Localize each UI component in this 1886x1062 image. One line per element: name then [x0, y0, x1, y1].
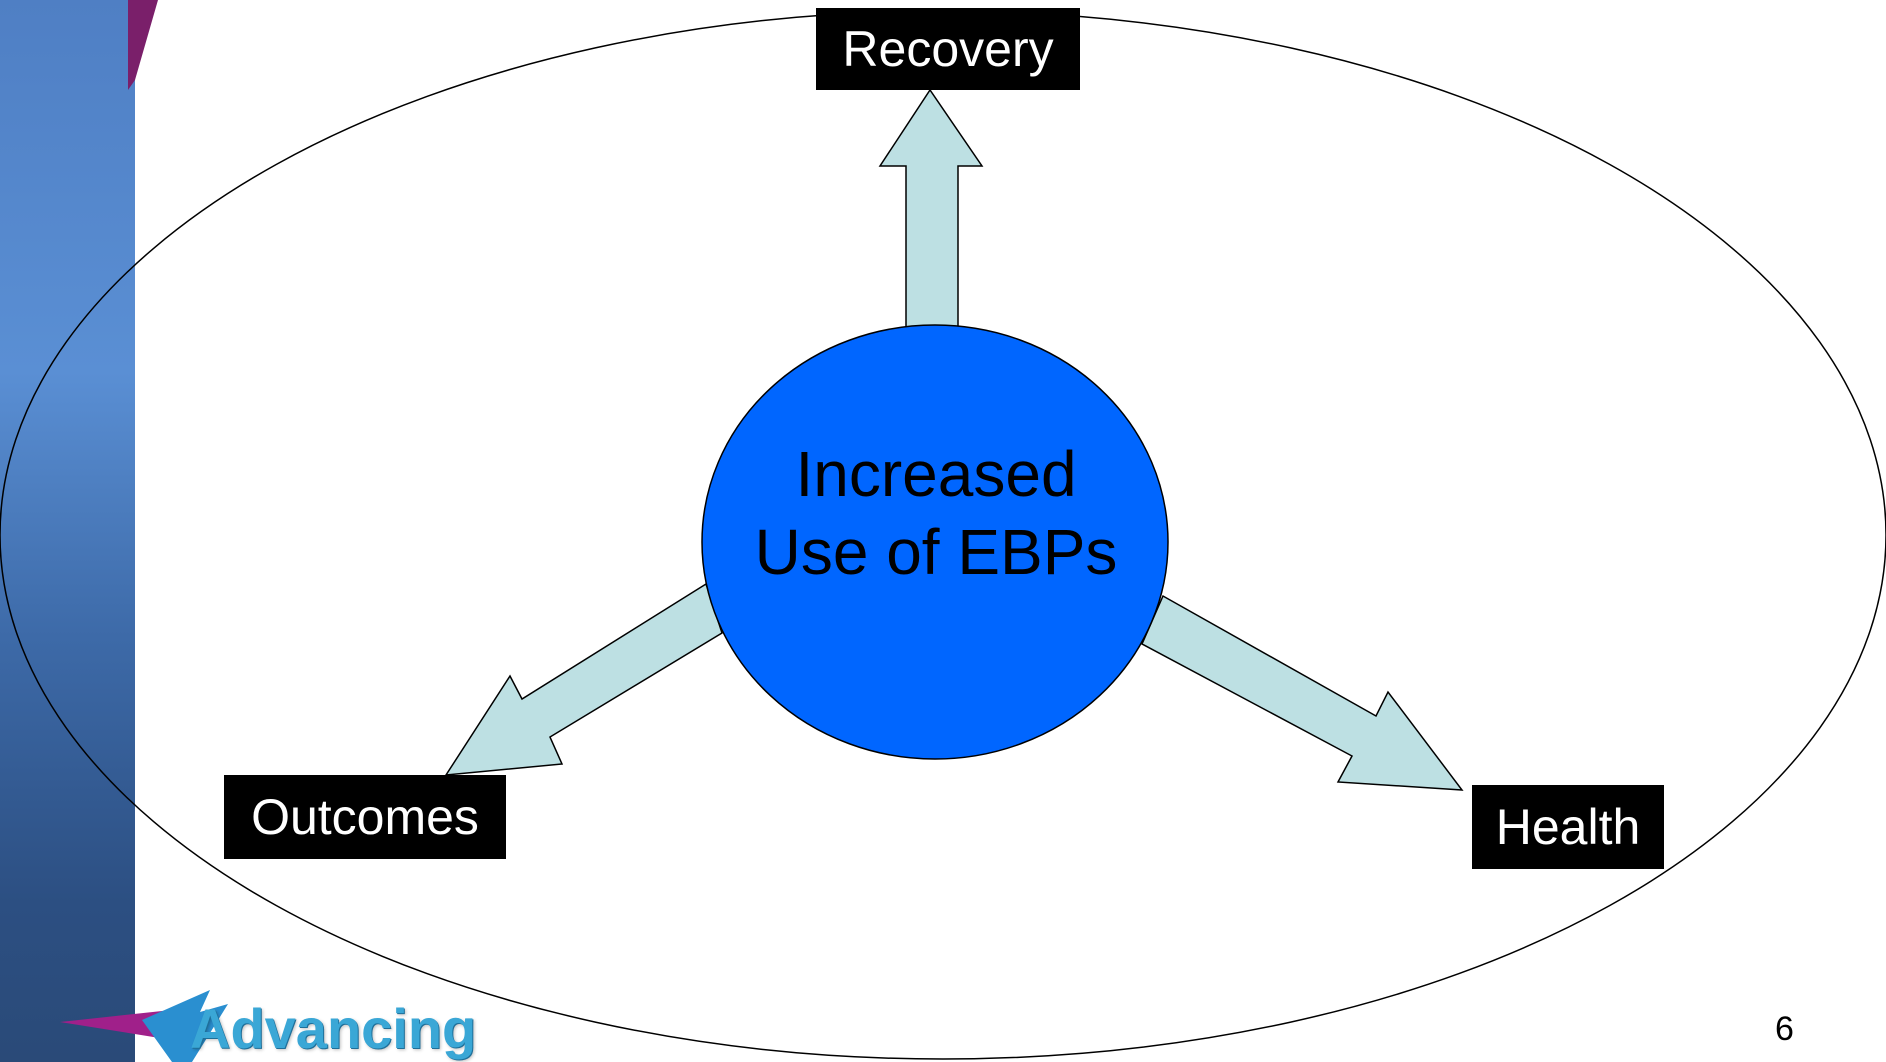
label-recovery: Recovery — [816, 8, 1080, 90]
page-number: 6 — [1775, 1010, 1794, 1048]
arrow-to-recovery — [878, 88, 984, 331]
center-label-line1: Increased — [795, 438, 1077, 510]
center-label: Increased Use of EBPs — [706, 435, 1166, 591]
label-health: Health — [1472, 785, 1664, 869]
sidebar-gradient — [0, 0, 135, 1062]
logo-arrow-icon — [60, 990, 228, 1062]
label-outcomes: Outcomes — [224, 775, 506, 859]
sidebar-accent-shape — [128, 0, 158, 90]
label-recovery-text: Recovery — [842, 21, 1054, 77]
arrow-to-outcomes — [444, 582, 723, 776]
label-health-text: Health — [1495, 799, 1641, 855]
arrow-to-health — [1141, 594, 1464, 791]
center-label-line2: Use of EBPs — [754, 516, 1118, 588]
center-circle — [701, 324, 1169, 760]
label-outcomes-text: Outcomes — [251, 789, 479, 845]
logo-text: Advancing — [190, 997, 477, 1060]
